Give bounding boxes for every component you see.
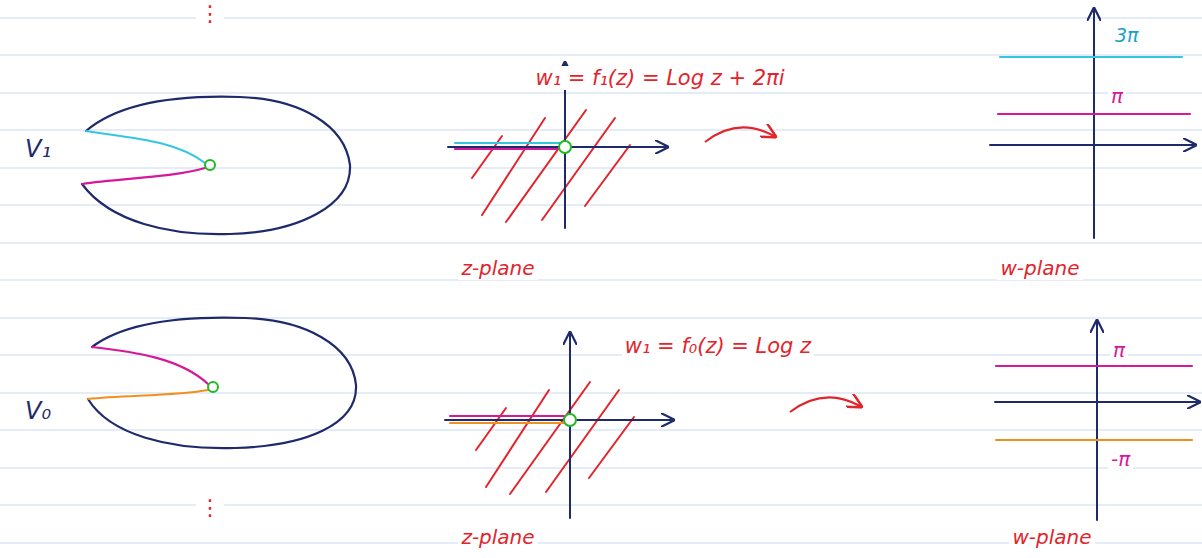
axis-value: π bbox=[1108, 85, 1126, 108]
branch-point bbox=[559, 141, 571, 153]
hatch-stroke bbox=[476, 408, 506, 450]
plane-name: w-plane bbox=[1009, 526, 1094, 549]
plane-name: z-plane bbox=[458, 257, 537, 280]
sheet-outline bbox=[88, 318, 356, 449]
branch-point bbox=[208, 382, 218, 392]
sheet-outline bbox=[82, 97, 350, 235]
plane-name: w-plane bbox=[997, 257, 1082, 280]
hatching bbox=[472, 110, 630, 222]
axis-value: π bbox=[1110, 339, 1128, 362]
hatch-stroke bbox=[585, 145, 630, 206]
hatch-stroke bbox=[482, 118, 545, 215]
image-line bbox=[998, 113, 1190, 115]
mapping-arrow bbox=[705, 127, 774, 142]
hatch-stroke bbox=[510, 382, 590, 494]
imaginary-axis bbox=[1096, 322, 1098, 520]
ruled-line bbox=[0, 354, 1202, 355]
ruled-line bbox=[0, 429, 1202, 430]
sheet-name: V₁ bbox=[22, 136, 54, 164]
cut-edge bbox=[92, 347, 208, 384]
plane-name: z-plane bbox=[458, 526, 537, 549]
ruled-line bbox=[0, 279, 1202, 280]
ruled-line bbox=[0, 54, 1202, 55]
image-line bbox=[1000, 56, 1182, 58]
image-line bbox=[996, 365, 1192, 367]
axis-value: 3π bbox=[1112, 25, 1142, 47]
hatch-stroke bbox=[546, 390, 619, 492]
branch-point bbox=[564, 414, 576, 426]
branch-cut bbox=[455, 148, 560, 150]
ruled-line bbox=[0, 204, 1202, 205]
hatch-stroke bbox=[589, 417, 634, 478]
continuation-dots: ⋮ bbox=[196, 495, 224, 520]
cut-edge bbox=[82, 168, 205, 184]
cut-edge bbox=[88, 390, 208, 399]
ruled-line bbox=[0, 92, 1202, 93]
real-axis bbox=[448, 146, 666, 148]
w-plane-axes bbox=[995, 322, 1198, 520]
real-axis bbox=[445, 419, 672, 421]
mapping-arrow bbox=[790, 397, 860, 412]
axis-value: -π bbox=[1108, 448, 1133, 471]
ruled-lines bbox=[0, 18, 1202, 543]
w-plane-axes bbox=[990, 10, 1194, 238]
z-plane-axes bbox=[445, 334, 672, 518]
branch-cut bbox=[450, 422, 564, 424]
cut-edge bbox=[86, 131, 205, 163]
ruled-line bbox=[0, 242, 1202, 243]
ruled-line bbox=[0, 129, 1202, 130]
ruled-line bbox=[0, 504, 1202, 505]
riemann-sheet bbox=[82, 97, 350, 235]
hatch-stroke bbox=[486, 390, 549, 487]
ruled-line bbox=[0, 467, 1202, 468]
imaginary-axis bbox=[1093, 10, 1095, 238]
sheet-name: V₀ bbox=[22, 398, 54, 426]
mapping-formula: w₁ = f₀(z) = Log z bbox=[622, 334, 814, 358]
branch-cut bbox=[450, 415, 564, 417]
riemann-sheet bbox=[88, 318, 356, 449]
mapping-formula: w₁ = f₁(z) = Log z + 2πi bbox=[532, 66, 787, 90]
real-axis bbox=[990, 144, 1194, 146]
branch-point bbox=[205, 160, 215, 170]
hatch-stroke bbox=[542, 118, 615, 220]
continuation-dots: ⋮ bbox=[196, 1, 224, 26]
image-line bbox=[996, 439, 1192, 441]
ruled-line bbox=[0, 17, 1202, 18]
ruled-line bbox=[0, 167, 1202, 168]
branch-cut bbox=[455, 142, 560, 144]
hatch-stroke bbox=[506, 110, 586, 222]
hatching bbox=[476, 382, 634, 494]
